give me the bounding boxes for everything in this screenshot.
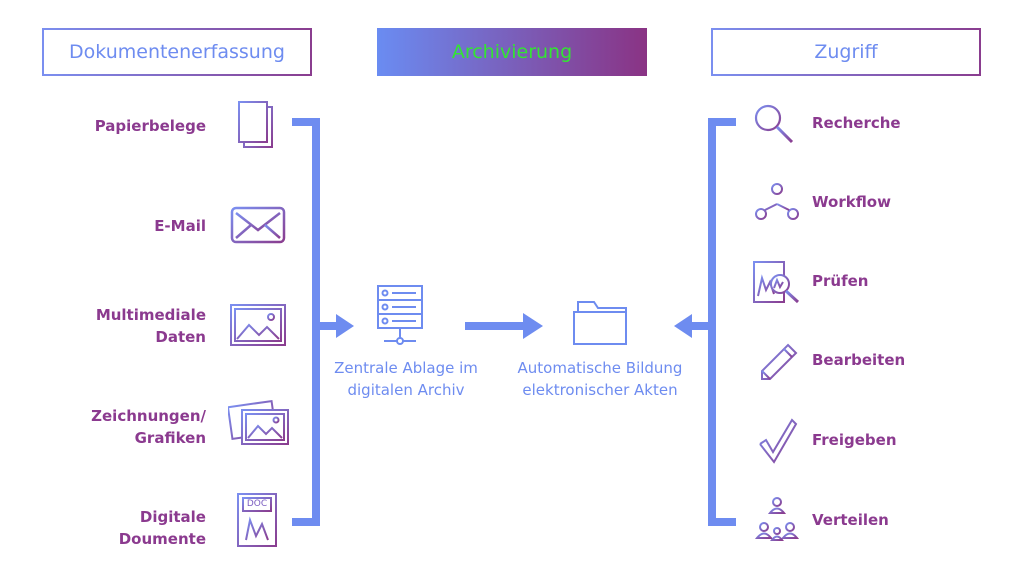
- doc-icon-text: DOC: [246, 499, 268, 509]
- header-archivierung: Archivierung: [377, 28, 647, 76]
- label-verteilen: Verteilen: [812, 511, 889, 529]
- workflow-nodes-icon: [754, 182, 800, 222]
- image-icon: [229, 303, 287, 347]
- label-digitale-dokumente: Digitale Doumente: [26, 506, 206, 550]
- label-zeichnungen: Zeichnungen/ Grafiken: [26, 405, 206, 449]
- left-bracket: [292, 118, 354, 526]
- label-digitale-line1: Digitale: [139, 508, 206, 526]
- folder-icon: [572, 300, 628, 346]
- label-zentrale-ablage: Zentrale Ablage im digitalen Archiv: [318, 357, 494, 401]
- label-automatische-bildung: Automatische Bildung elektronischer Akte…: [500, 357, 700, 401]
- label-multimedia-line2: Daten: [155, 328, 206, 346]
- right-bracket: [674, 118, 736, 526]
- label-multimedia-line1: Multimediale: [95, 306, 206, 324]
- label-workflow: Workflow: [812, 193, 891, 211]
- server-archive-icon: [376, 284, 424, 346]
- label-recherche: Recherche: [812, 114, 901, 132]
- label-zeichnungen-line2: Grafiken: [134, 429, 206, 447]
- label-freigeben: Freigeben: [812, 431, 897, 449]
- middle-arrow: [465, 313, 543, 339]
- pencil-edit-icon: [758, 341, 800, 383]
- images-stack-icon: [228, 398, 290, 446]
- hierarchy-distribute-icon: [754, 496, 800, 542]
- mail-envelope-icon: [230, 206, 286, 244]
- checkmark-approve-icon: [758, 418, 798, 466]
- label-zeichnungen-line1: Zeichnungen/: [91, 407, 206, 425]
- label-archive-line1: Zentrale Ablage im: [334, 359, 478, 377]
- document-magnifier-icon: [752, 260, 802, 306]
- label-bearbeiten: Bearbeiten: [812, 351, 906, 369]
- label-akten-line2: elektronischer Akten: [522, 381, 678, 399]
- label-pruefen: Prüfen: [812, 272, 869, 290]
- label-akten-line1: Automatische Bildung: [517, 359, 683, 377]
- label-archive-line2: digitalen Archiv: [347, 381, 465, 399]
- label-email: E-Mail: [154, 217, 206, 235]
- header-zugriff: Zugriff: [711, 28, 981, 76]
- label-papierbelege: Papierbelege: [94, 117, 206, 135]
- doc-file-icon: DOC: [236, 492, 278, 548]
- header-dokumentenerfassung: Dokumentenerfassung: [42, 28, 312, 76]
- search-magnifier-icon: [752, 102, 796, 146]
- label-multimedia: Multimediale Daten: [26, 304, 206, 348]
- paper-documents-icon: [236, 99, 276, 151]
- label-digitale-line2: Doumente: [118, 530, 206, 548]
